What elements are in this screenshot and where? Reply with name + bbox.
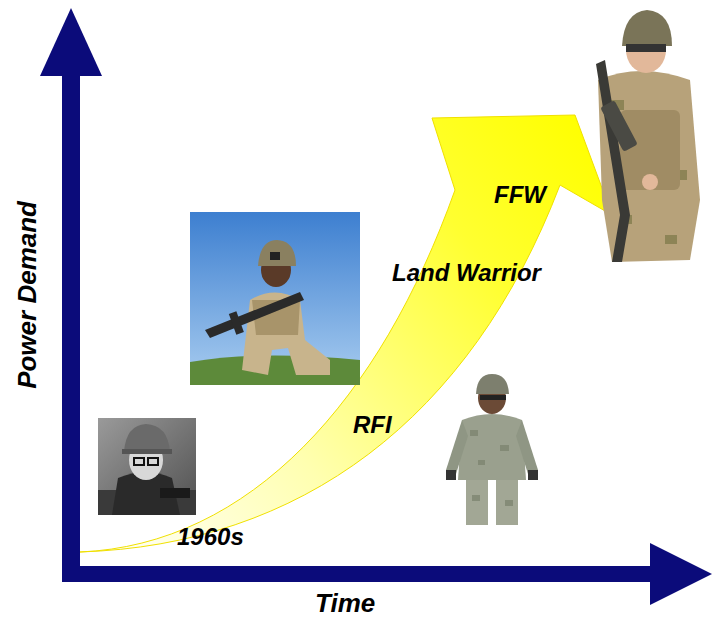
figure-ffw [596, 10, 700, 262]
era-label: Land Warrior [392, 259, 541, 287]
axes [40, 8, 712, 605]
growth-arrow [80, 115, 612, 552]
era-label: FFW [494, 181, 546, 209]
photo-1960s [98, 418, 196, 515]
axis-title: Power Demand [13, 201, 43, 389]
axis-title: Time [315, 589, 375, 619]
photo-land-warrior [190, 212, 360, 385]
era-label: 1960s [177, 523, 244, 551]
figure-rfi [446, 374, 538, 525]
era-label: RFI [353, 411, 392, 439]
